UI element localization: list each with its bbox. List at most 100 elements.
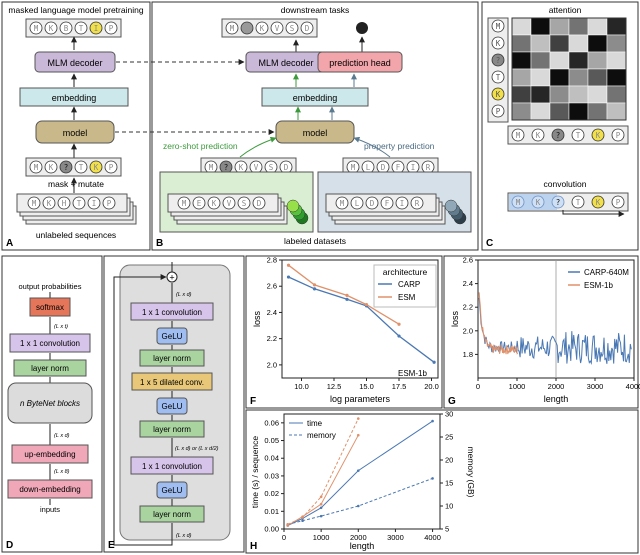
- token-circle: [395, 196, 409, 210]
- a-mask-mutate-label: mask + mutate: [48, 179, 104, 189]
- d-layernorm-label: layer norm: [31, 364, 69, 373]
- token-circle: [57, 196, 71, 210]
- c-row-token-letter: K: [496, 90, 501, 99]
- token-circle: [270, 21, 284, 35]
- panel-c-convolution-title: convolution: [543, 179, 586, 189]
- x-tick-label: 2000: [548, 382, 565, 391]
- token-letter: P: [109, 24, 114, 33]
- h-plot-area: [283, 413, 441, 530]
- token-circle: [511, 128, 525, 142]
- y-tick-label: 2.0: [463, 326, 473, 335]
- token-circle: [252, 196, 266, 210]
- d-inputs-label: inputs: [40, 505, 60, 514]
- token-circle: [89, 21, 103, 35]
- c-row-token-letter: K: [496, 39, 501, 48]
- token-circle: [177, 196, 191, 210]
- c-heat-cell: [511, 102, 532, 121]
- c-heat-cell: [606, 102, 627, 121]
- panel-f-frame: [245, 255, 443, 409]
- token-letter: K: [94, 163, 99, 172]
- token-circle: [611, 128, 625, 142]
- g-ylabel: loss: [450, 311, 460, 328]
- h-series-lines: [286, 417, 434, 527]
- token-letter: S: [290, 24, 295, 33]
- a-embedding-box: [19, 87, 129, 107]
- f-legend-title: architecture: [383, 267, 428, 277]
- e-layernorm3-label: layer norm: [153, 510, 191, 519]
- e-gelu3-label: GeLU: [162, 486, 183, 495]
- token-letter: V: [275, 24, 280, 33]
- x-tick-label: 4000: [424, 533, 441, 542]
- token-letter: T: [79, 24, 84, 33]
- token-circle: [531, 128, 545, 142]
- token-circle: [222, 196, 236, 210]
- c-heat-cell: [549, 102, 570, 121]
- e-gelu2-label: GeLU: [162, 402, 183, 411]
- token-circle: [591, 195, 605, 209]
- token-letter: R: [415, 199, 420, 208]
- token-circle: [531, 195, 545, 209]
- panel-c-attention-title: attention: [549, 5, 582, 15]
- y-tick-label: 1.8: [463, 350, 473, 359]
- token-circle: [380, 196, 394, 210]
- token-letter: K: [596, 131, 601, 140]
- c-heat-cell: [530, 85, 551, 104]
- panel-d: output probabilities softmax (L x t) 1 x…: [1, 255, 103, 553]
- y-tick-label: 2.0: [267, 360, 277, 369]
- c-row-token-letter: M: [496, 22, 501, 31]
- token-letter: I: [400, 199, 405, 208]
- token-circle: [74, 21, 88, 35]
- b-zero-shot-label: zero-shot prediction: [163, 141, 238, 151]
- token-letter: S: [242, 199, 247, 208]
- token-circle: [74, 160, 88, 174]
- panel-b-letter: B: [156, 238, 163, 249]
- h-point: [431, 477, 434, 480]
- c-heat-cell: [606, 34, 627, 53]
- g-xlabel: length: [544, 394, 569, 404]
- c-heat-cell: [511, 51, 532, 70]
- h-point: [431, 419, 434, 423]
- token-circle: [87, 196, 101, 210]
- token-circle: [240, 21, 254, 35]
- y-tick-label: 2.6: [463, 256, 473, 265]
- panel-d-frame: [1, 255, 103, 553]
- c-conv-arrow: [562, 210, 625, 217]
- token-letter: I: [94, 24, 99, 33]
- token-circle: [571, 128, 585, 142]
- y-tick-label: 0.04: [264, 454, 279, 463]
- token-circle: [44, 160, 58, 174]
- h-point: [301, 519, 304, 523]
- f-point: [312, 283, 317, 287]
- token-circle: [104, 160, 118, 174]
- e-layernorm2-box: [139, 420, 205, 438]
- token-letter: P: [616, 198, 621, 207]
- token-circle: [611, 195, 625, 209]
- b-prediction-head-label: prediction head: [329, 58, 391, 68]
- y-tick-label: 2.4: [463, 279, 473, 288]
- c-heat-cell: [568, 17, 589, 36]
- x-tick-label: 3000: [587, 382, 604, 391]
- token-letter: M: [516, 131, 521, 140]
- f-point: [364, 302, 369, 307]
- token-circle: [285, 21, 299, 35]
- c-heat-cell: [530, 51, 551, 70]
- f-legend-carp: CARP: [398, 280, 420, 289]
- f-point: [397, 322, 401, 326]
- h-ylabel-left: time (s) / sequence: [250, 436, 260, 509]
- token-letter: ?: [556, 131, 561, 140]
- d-down-label: down-embedding: [19, 485, 80, 494]
- e-ld-top: (L x d): [176, 292, 192, 298]
- c-row-token: [491, 36, 505, 50]
- y-tick-label: 0.03: [264, 471, 279, 480]
- e-layernorm1-label: layer norm: [153, 354, 191, 363]
- token-letter: K: [260, 24, 265, 33]
- panel-d-letter: D: [6, 540, 13, 551]
- h-point: [319, 514, 323, 518]
- token-letter: B: [64, 24, 69, 33]
- token-letter: ?: [556, 198, 561, 207]
- f-point: [345, 297, 349, 301]
